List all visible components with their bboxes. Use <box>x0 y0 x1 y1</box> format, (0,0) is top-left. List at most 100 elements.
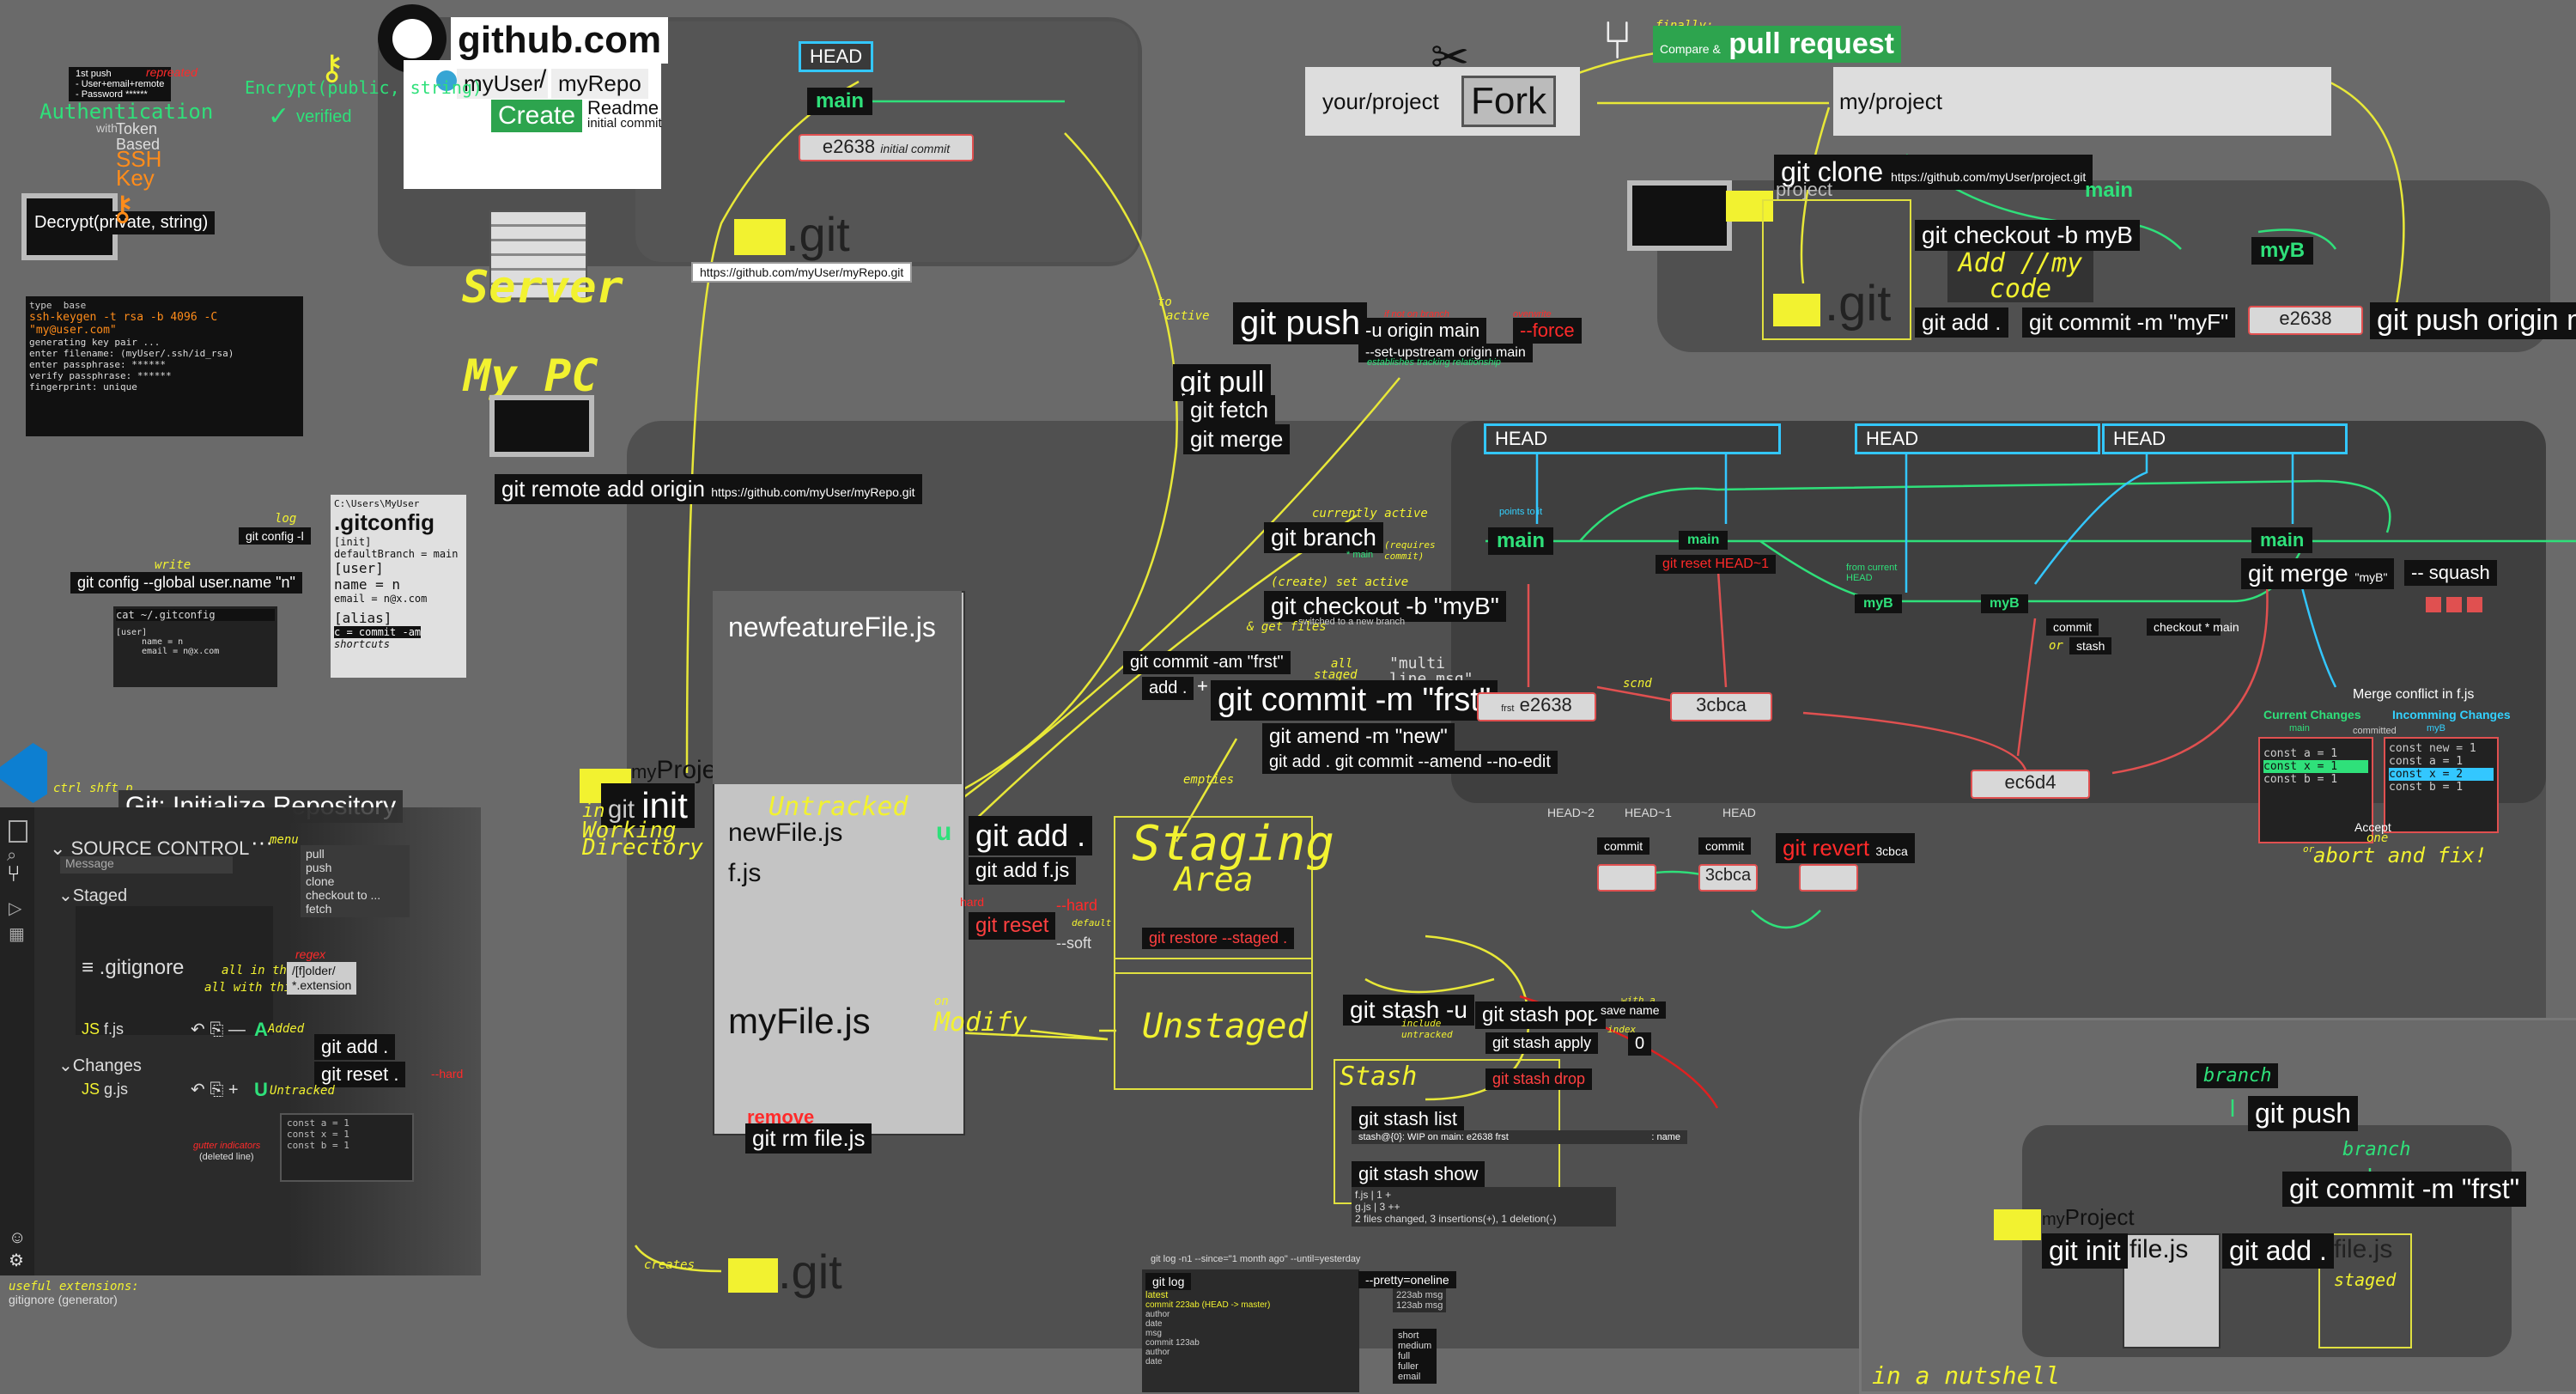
menu-item-clone[interactable]: clone <box>306 874 335 889</box>
file-f-item[interactable]: JS f.js <box>82 1020 125 1038</box>
revert-commit-2: commit <box>1698 837 1752 855</box>
commit-first: frst e2638 <box>1477 692 1596 721</box>
changes-section[interactable]: ⌄Changes <box>58 1056 142 1075</box>
switched-branch-label: switched to a new branch <box>1298 617 1406 627</box>
server-label: Server <box>462 262 623 313</box>
mypc-label: My PC <box>464 350 598 402</box>
search-icon[interactable]: ⌕ <box>7 846 17 865</box>
clone-project-label: project <box>1776 179 1833 200</box>
config-write-label: write <box>155 558 191 572</box>
nutshell-commit: git commit -m "frst" <box>2282 1172 2527 1207</box>
git-restore-staged: git restore --staged . <box>1142 928 1295 949</box>
fork-button[interactable]: Fork <box>1461 76 1556 127</box>
git-amend-command: git amend -m "new" <box>1262 723 1455 751</box>
account-icon[interactable]: ☺ <box>9 1228 27 1247</box>
added-label: Added <box>268 1022 305 1036</box>
keygen-terminal: type base ssh-keygen -t rsa -b 4096 -C "… <box>26 296 303 436</box>
git-merge-branch-command: git merge "myB" <box>2241 558 2395 589</box>
ssh-label: SSH <box>116 146 162 172</box>
push-if-not-label: if not on branch <box>1384 309 1449 320</box>
menu-item-push[interactable]: push <box>306 861 332 875</box>
oneline-output: 223ab msg 123ab msg <box>1393 1288 1447 1312</box>
pc-monitor-icon <box>489 395 594 457</box>
nutshell-branch-mid: branch <box>2342 1139 2411 1160</box>
accept-one-label: one <box>2366 831 2389 845</box>
include-untracked-label: include untracked <box>1401 1018 1453 1040</box>
config-log-label: log <box>275 512 297 526</box>
committed-label: committed <box>2353 726 2397 736</box>
github-site: github.com <box>451 17 669 64</box>
settings-gear-icon[interactable]: ⚙ <box>9 1251 24 1270</box>
readme-label: Readme <box>587 97 659 119</box>
empties-label: empties <box>1183 773 1235 787</box>
gitignore-file[interactable]: ≡ .gitignore <box>82 956 185 979</box>
github-slash: / <box>539 65 547 94</box>
github-user: myUser <box>457 69 548 99</box>
git-clone-command: git clone https://github.com/myUser/proj… <box>1774 155 2093 190</box>
menu-item-checkout[interactable]: checkout to ... <box>306 888 381 903</box>
staged-section[interactable]: ⌄Staged <box>58 886 128 905</box>
checkout-main-label: checkout * main <box>2147 618 2239 636</box>
github-repo[interactable]: myRepo <box>551 69 648 99</box>
create-button[interactable]: Create <box>491 100 583 132</box>
server-folder-icon <box>734 219 786 255</box>
run-debug-icon[interactable]: ▷ <box>9 899 22 918</box>
requires-commit-label: (requires commit) <box>1384 539 1436 562</box>
git-init-command: git init <box>601 783 695 828</box>
file-g-actions-icon[interactable]: ↶ ⎘ + <box>191 1081 239 1099</box>
commit-staged-label: staged <box>1314 668 1358 682</box>
menu-item-fetch[interactable]: fetch <box>306 902 332 916</box>
more-actions-icon[interactable]: ··· <box>251 829 273 855</box>
untracked-word: Untracked <box>769 792 908 822</box>
nutshell-folder-icon <box>1994 1209 2041 1240</box>
fork-folder-icon <box>1726 191 1773 222</box>
explorer-icon[interactable] <box>9 820 27 843</box>
untracked-u-status: u <box>936 818 952 846</box>
local-folder-icon <box>728 1258 778 1293</box>
scm-menu: pull push clone checkout to ... fetch <box>301 845 410 918</box>
first-push-box: 1st push - User+email+remote - Password … <box>69 67 172 102</box>
authentication-label: Authentication <box>39 100 214 124</box>
vscode-git-add: git add . <box>314 1034 396 1060</box>
index-label: index <box>1607 1024 1637 1035</box>
git-add-file: git add f.js <box>969 857 1077 885</box>
file-g-item[interactable]: JS g.js <box>82 1081 129 1098</box>
log-formats: short medium full fuller email <box>1393 1329 1437 1385</box>
revert-box-2: 3cbca <box>1698 864 1758 892</box>
merge-conflict-label: Merge conflict in f.js <box>2353 687 2475 702</box>
file-f-actions-icon[interactable]: ↶ ⎘ — <box>191 1020 246 1039</box>
git-stash-u-command: git stash -u <box>1343 995 1474 1026</box>
extensions-icon[interactable]: ▦ <box>9 925 25 944</box>
repeated-label: repreated <box>146 65 197 79</box>
pretty-oneline-option: --pretty=oneline <box>1358 1271 1456 1288</box>
abort-fix-label: abort and fix! <box>2313 843 2488 867</box>
source-control-icon[interactable]: ⑂ <box>7 861 21 886</box>
push-force-option: --force <box>1513 318 1582 344</box>
incoming-myb-label: myB <box>2427 723 2445 734</box>
useful-extensions-label: useful extensions: <box>9 1280 139 1294</box>
remote-add-command: git remote add origin https://github.com… <box>495 474 922 504</box>
staging-area-box <box>1114 816 1313 974</box>
or-label: or <box>2049 639 2063 653</box>
clone-project-box <box>1762 199 1911 340</box>
nutshell-branch-top: branch <box>2196 1063 2279 1088</box>
head-pointer-2: HEAD <box>1855 423 2100 454</box>
deleted-line-label: (deleted line) <box>199 1152 254 1162</box>
reset-soft-option: --soft <box>1056 934 1092 952</box>
my-project-box <box>1833 67 2331 136</box>
create-set-active-label: (create) set active <box>1271 575 1409 589</box>
scissors-icon: ✂ <box>1431 32 1470 83</box>
file-f-status: A <box>254 1019 268 1040</box>
revert-commit-1: commit <box>1597 837 1650 855</box>
commit-message-input[interactable]: Message <box>60 856 233 874</box>
head-pointer-3: HEAD <box>2102 423 2348 454</box>
vscode-git-reset: git reset . <box>314 1062 406 1087</box>
set-upstream-option: --set-upstream origin main <box>1358 344 1533 362</box>
menu-item-pull[interactable]: pull <box>306 847 325 861</box>
nutshell-file: file.js <box>2129 1235 2189 1263</box>
gitignore-extension-label: gitignore (generator) <box>9 1293 118 1306</box>
regex-label: regex <box>295 947 326 961</box>
gitignore-patterns: /[f]older/ *.extension <box>287 962 357 995</box>
pull-request-command[interactable]: Compare & pull request <box>1653 26 1901 63</box>
staged-list-area <box>76 906 273 1035</box>
